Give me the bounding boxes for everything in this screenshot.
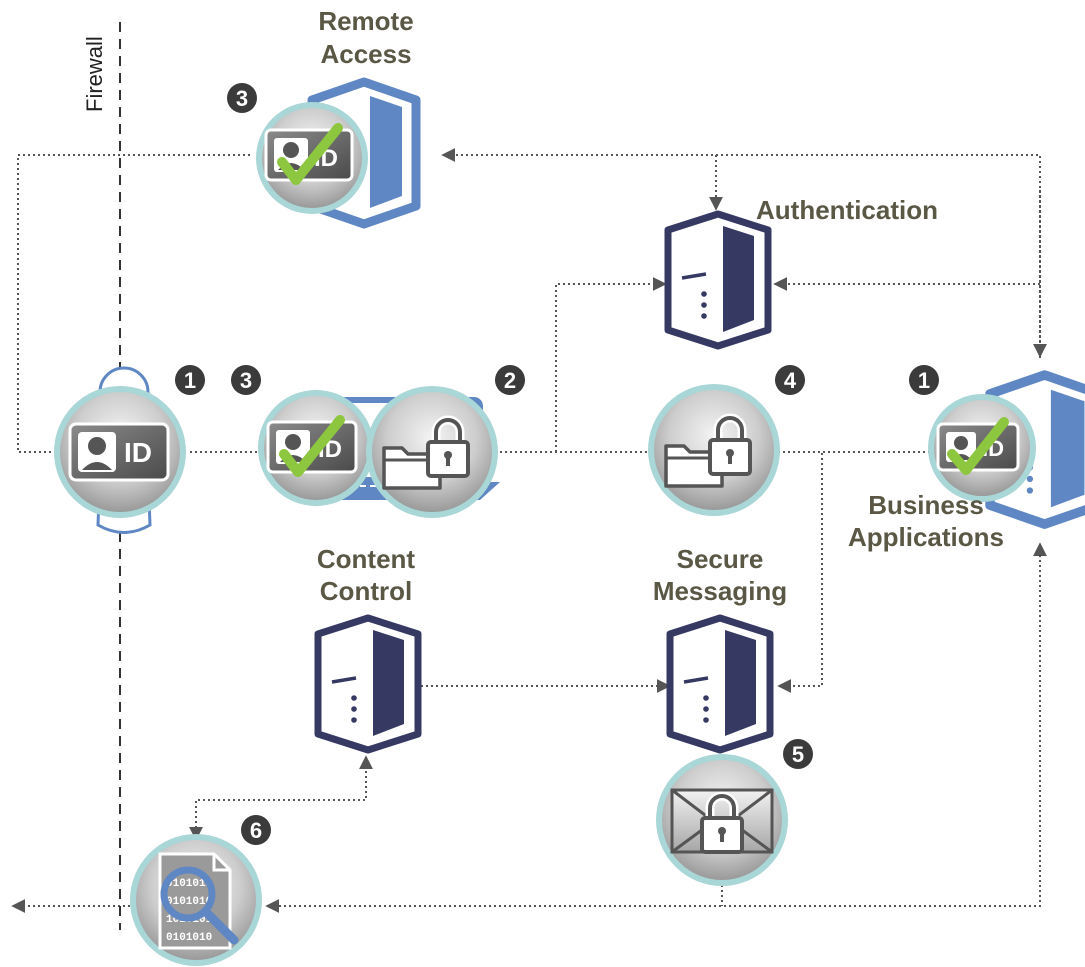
endpoint-node: ID 3 2	[231, 365, 525, 518]
remote-access-label-line2: Access	[320, 39, 411, 69]
id-card-icon: ID	[264, 128, 354, 182]
connector-files-to-messaging	[777, 451, 823, 693]
svg-text:1: 1	[918, 368, 930, 393]
firewall: Firewall	[82, 22, 121, 930]
step-badge: 5	[783, 739, 813, 769]
server-icon	[668, 214, 768, 346]
encrypted-files-node: 4	[648, 365, 805, 516]
business-applications-label-line2: Applications	[848, 522, 1004, 552]
user-node: ID 1	[54, 365, 205, 534]
connector-remote-to-user	[17, 154, 250, 453]
remote-access-node: Remote Access 3 ID	[227, 6, 416, 224]
id-card-icon: ID	[68, 422, 170, 482]
data-inspection-node: 0101011 0101010 1010101 0101010 6	[130, 815, 271, 966]
svg-text:2: 2	[504, 368, 516, 393]
business-applications-node: ID 1 Business Applications	[848, 365, 1085, 552]
checkmark-icon	[947, 417, 1009, 475]
id-disc: ID	[54, 386, 186, 518]
secure-messaging-label-line2: Messaging	[653, 576, 787, 606]
authentication-label: Authentication	[756, 195, 938, 225]
svg-text:6: 6	[250, 818, 262, 843]
connector-business-to-remote	[441, 148, 1041, 358]
connector-business-to-inspection	[265, 542, 1047, 913]
id-check-disc: ID	[928, 394, 1036, 502]
magnifier-icon	[160, 866, 239, 945]
svg-text:ID: ID	[124, 437, 152, 468]
connector-inspection-content	[189, 755, 373, 841]
step-badge: 1	[175, 365, 205, 395]
svg-text:0101011: 0101011	[166, 878, 213, 890]
secure-messaging-label-line1: Secure	[677, 544, 764, 574]
step-badge: 3	[227, 83, 257, 113]
encrypted-folder-disc	[648, 384, 780, 516]
content-control-node: Content Control	[317, 544, 418, 750]
svg-text:3: 3	[240, 368, 252, 393]
authentication-node: Authentication	[668, 195, 938, 346]
server-icon	[670, 618, 770, 750]
checkmark-icon	[279, 415, 345, 477]
step-badge: 2	[495, 365, 525, 395]
content-control-label-line1: Content	[317, 544, 416, 574]
svg-text:5: 5	[792, 742, 804, 767]
id-check-disc: ID	[256, 102, 368, 214]
server-icon	[318, 618, 418, 750]
step-badge: 3	[231, 365, 261, 395]
svg-text:4: 4	[784, 368, 797, 393]
encrypted-folder-disc	[366, 386, 498, 518]
content-control-label-line2: Control	[320, 576, 412, 606]
remote-access-label-line1: Remote	[318, 6, 413, 36]
business-applications-label-line1: Business	[868, 490, 984, 520]
secure-messaging-node: Secure Messaging 5	[653, 544, 813, 886]
svg-text:0101010: 0101010	[166, 896, 212, 908]
step-badge: 6	[241, 815, 271, 845]
secure-envelope-disc	[656, 754, 788, 886]
checkmark-icon	[277, 123, 343, 185]
id-check-disc: ID	[258, 390, 374, 506]
step-badge: 1	[909, 365, 939, 395]
svg-text:1: 1	[184, 368, 196, 393]
inspection-disc: 0101011 0101010 1010101 0101010	[130, 834, 262, 966]
connector-endpoint-to-auth	[555, 277, 667, 452]
firewall-label: Firewall	[82, 36, 107, 112]
svg-text:3: 3	[236, 86, 248, 111]
step-badge: 4	[775, 365, 805, 395]
svg-text:0101010: 0101010	[166, 932, 212, 944]
